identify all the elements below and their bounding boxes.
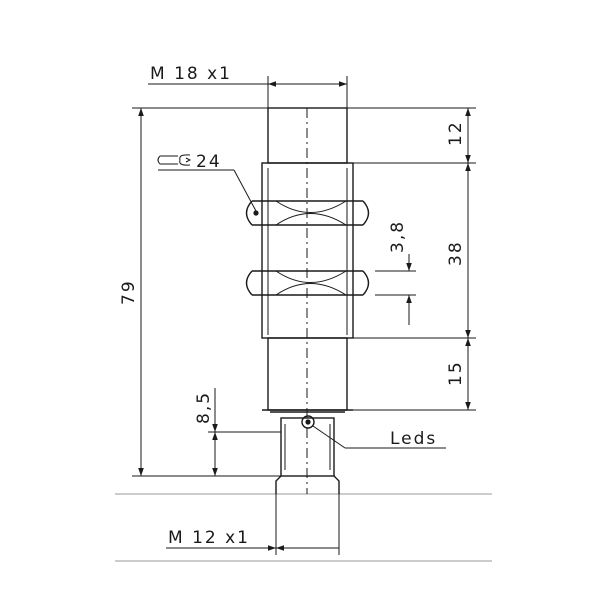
label-total-length: 79	[119, 279, 139, 305]
label-dim-12: 12	[446, 120, 466, 146]
label-dim-3-8: 3,8	[388, 220, 408, 253]
label-leds: Leds	[390, 429, 437, 449]
label-thread-bottom: M 12 x1	[168, 528, 250, 548]
dimension-wrench	[158, 169, 259, 216]
dimension-thread-top	[148, 76, 348, 108]
dimension-8-5	[208, 388, 281, 477]
label-thread-top: M 18 x1	[150, 64, 232, 84]
label-dim-38: 38	[446, 240, 466, 266]
label-wrench-size: 24	[196, 152, 222, 172]
dimension-thread-bottom	[166, 494, 340, 555]
wrench-icon	[157, 154, 192, 166]
led-indicator	[301, 415, 446, 449]
label-dim-15: 15	[446, 360, 466, 386]
dimension-3-8	[375, 254, 416, 325]
label-dim-8-5: 8,5	[194, 391, 214, 424]
upper-nut	[245, 200, 370, 226]
